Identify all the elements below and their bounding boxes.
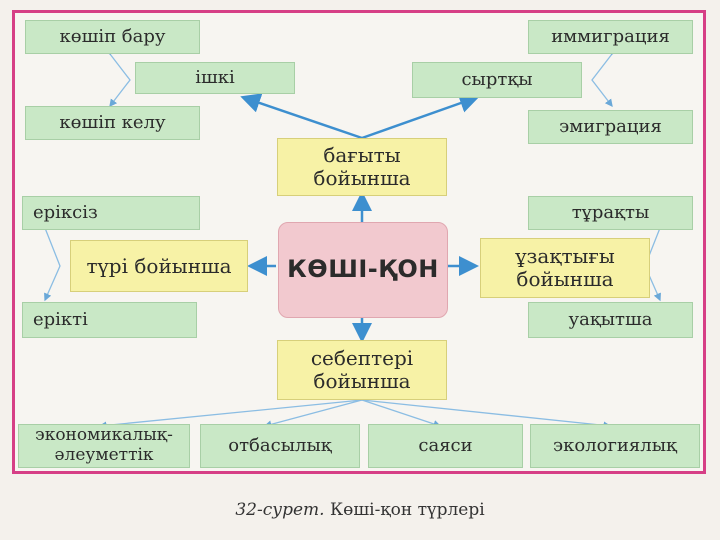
- figure-number: 32-сурет.: [235, 500, 325, 520]
- out-migration-box: көшіп бару: [25, 20, 200, 54]
- immigration-box: иммиграция: [528, 20, 693, 54]
- type-box: түрі бойынша: [70, 240, 248, 292]
- figure-caption-text: Көші-қон түрлері: [324, 500, 485, 520]
- reason-political-box: саяси: [368, 424, 523, 468]
- internal-box: ішкі: [135, 62, 295, 94]
- center-migration-box: КӨШІ-ҚОН: [278, 222, 448, 318]
- temporary-box: уақытша: [528, 302, 693, 338]
- external-box: сыртқы: [412, 62, 582, 98]
- duration-box: ұзақтығы бойынша: [480, 238, 650, 298]
- figure-caption: 32-сурет. Көші-қон түрлері: [0, 500, 720, 520]
- direction-box: бағыты бойынша: [277, 138, 447, 196]
- voluntary-box: ерікті: [22, 302, 197, 338]
- forced-box: еріксіз: [22, 196, 200, 230]
- reason-family-box: отбасылық: [200, 424, 360, 468]
- reasons-box: себептері бойынша: [277, 340, 447, 400]
- permanent-box: тұрақты: [528, 196, 693, 230]
- in-migration-box: көшіп келу: [25, 106, 200, 140]
- reason-ecological-box: экологиялық: [530, 424, 700, 468]
- emigration-box: эмиграция: [528, 110, 693, 144]
- reason-socio-economic-box: экономикалық- әлеуметтік: [18, 424, 190, 468]
